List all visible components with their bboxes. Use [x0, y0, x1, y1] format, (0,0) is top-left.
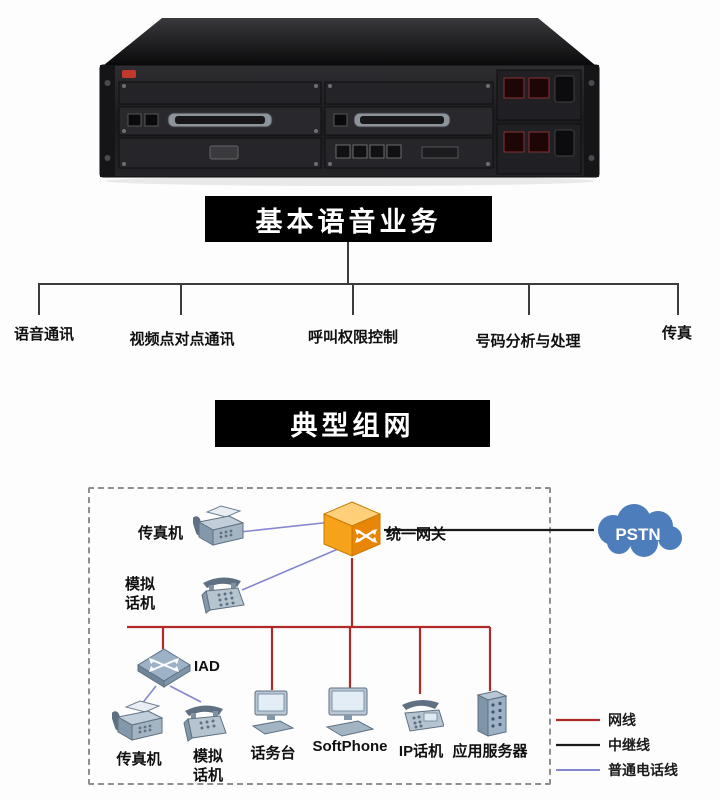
gateway-chassis-graphic — [99, 18, 600, 186]
tree-connector — [38, 283, 40, 315]
section-title: 典型组网 — [290, 411, 415, 441]
feature-video-p2p: 视频点对点通讯 — [129, 331, 235, 348]
legend-phone-line: 普通电话线 — [556, 760, 678, 780]
pstn-label: PSTN — [615, 525, 660, 544]
feature-fax: 传真 — [661, 325, 692, 342]
legend-ethernet: 网线 — [556, 710, 636, 730]
vendor-logo — [122, 70, 136, 78]
app-server-label: 应用服务器 — [452, 743, 528, 760]
feature-number-analysis: 号码分析与处理 — [475, 333, 581, 350]
analog-phone-bottom-label: 模拟话机 — [192, 748, 223, 784]
tree-connector — [352, 283, 354, 315]
fax-machine-icon — [111, 700, 166, 753]
legend-trunk-label: 中继线 — [608, 737, 650, 753]
tree-connector — [528, 283, 530, 315]
section-banner-typical-network: 典型组网 — [215, 400, 490, 447]
softphone-pc-icon — [325, 686, 375, 745]
ip-phone-icon — [398, 694, 445, 745]
gateway-device-photo — [92, 8, 607, 188]
network-boundary-box — [88, 487, 551, 785]
section-title: 基本语音业务 — [255, 206, 442, 237]
tree-connector — [38, 283, 679, 285]
fax-machine-bottom-label: 传真机 — [116, 751, 162, 768]
ip-phone-label: IP话机 — [398, 743, 444, 760]
tree-connector — [180, 283, 182, 315]
analog-phone-top-label: 模拟话机 — [124, 576, 155, 612]
analog-phone-icon — [180, 698, 228, 751]
iad-icon — [136, 646, 192, 697]
fax-machine-top-label: 传真机 — [138, 525, 184, 542]
legend-phone-line-label: 普通电话线 — [608, 762, 678, 778]
legend-trunk: 中继线 — [556, 735, 650, 755]
tree-connector — [677, 283, 679, 315]
fax-machine-icon — [192, 505, 247, 558]
unified-gateway-label: 统一网关 — [386, 526, 447, 543]
analog-phone-icon — [198, 570, 246, 623]
pstn-cloud-icon: PSTN — [586, 500, 688, 565]
app-server-icon — [470, 688, 512, 745]
feature-voice-communication: 语音通讯 — [13, 326, 74, 343]
legend-ethernet-label: 网线 — [608, 712, 636, 728]
legend-ethernet-line — [556, 718, 600, 722]
legend-phone-line-line — [556, 769, 600, 771]
operator-console-label: 话务台 — [250, 745, 296, 762]
section-banner-basic-voice: 基本语音业务 — [205, 196, 492, 242]
operator-console-icon — [250, 688, 296, 745]
feature-call-permission: 呼叫权限控制 — [307, 329, 398, 346]
tree-connector — [347, 242, 349, 283]
softphone-label: SoftPhone — [312, 738, 388, 755]
unified-gateway-icon — [322, 500, 382, 563]
legend-trunk-line — [556, 743, 600, 747]
iad-label: IAD — [194, 658, 220, 675]
